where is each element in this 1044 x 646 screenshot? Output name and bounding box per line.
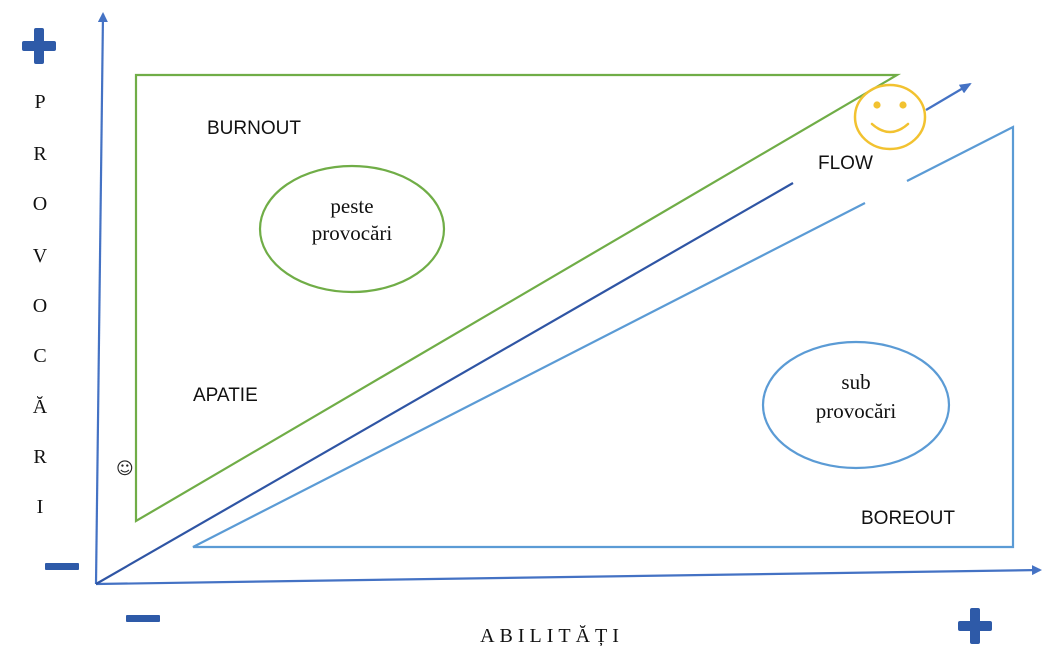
y-axis-letter: R: [33, 143, 47, 165]
y-axis-letter: Ă: [33, 395, 48, 418]
burnout-zone-triangle: [134, 73, 902, 523]
y-axis-letter: O: [33, 295, 47, 317]
y-axis-line: [94, 12, 108, 585]
boreout-zone-triangle: [192, 125, 1015, 549]
y-axis-letter: I: [37, 496, 44, 518]
minus-icon: [126, 615, 160, 622]
plus-icon: [22, 28, 56, 64]
apatie-label: APATIE: [193, 385, 258, 406]
x-axis-title: ABILITĂȚI: [480, 624, 624, 646]
burnout-label: BURNOUT: [207, 118, 301, 139]
over-challenge-line2: provocări: [312, 221, 393, 245]
y-axis-letter: R: [33, 446, 47, 468]
y-axis-letter: V: [33, 245, 48, 267]
over-challenge-ellipse: [258, 164, 446, 294]
y-axis-letter: C: [33, 345, 46, 367]
under-challenge-line1: sub: [841, 370, 870, 394]
flow-label: FLOW: [818, 153, 873, 174]
y-axis-letter: P: [34, 91, 45, 113]
boreout-label: BOREOUT: [861, 508, 955, 529]
plus-icon: [958, 608, 992, 644]
flow-channel-line: [95, 182, 794, 585]
smiley-face-icon: [853, 83, 927, 151]
y-axis-title: P R O V O C Ă R I: [33, 91, 48, 518]
flow-arrow: [925, 82, 972, 111]
over-challenge-line1: peste: [330, 194, 373, 218]
y-axis-letter: O: [33, 193, 47, 215]
minus-icon: [45, 563, 79, 570]
under-challenge-ellipse: [761, 340, 951, 470]
x-axis-line: [95, 565, 1042, 586]
small-smiley-icon: ☺: [116, 459, 134, 479]
under-challenge-line2: provocări: [816, 399, 897, 423]
